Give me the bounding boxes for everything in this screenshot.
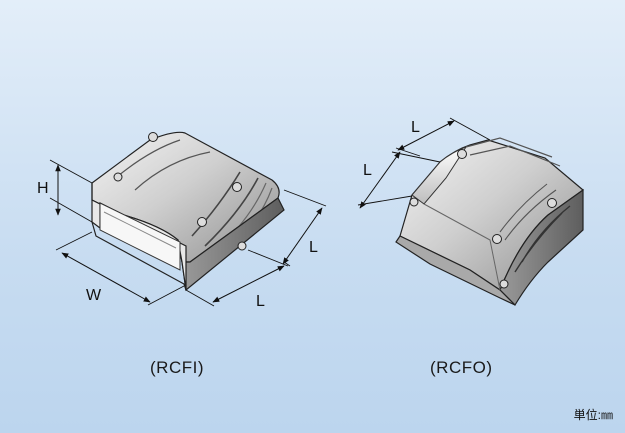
rcfi-bend-rib-1 [191, 171, 259, 247]
rcfi-label-w: W [86, 287, 102, 304]
rcfo-label-l-top: L [411, 119, 420, 136]
rcfi-fitting [91, 131, 285, 292]
rcfi-label-l-bottom: L [256, 293, 265, 310]
screw-icon [492, 234, 502, 244]
rcfo-left-band [411, 146, 468, 205]
rcfo-dimension-l-left [357, 147, 421, 209]
rcfo-side-rib-2 [499, 183, 557, 241]
rcfi-top-rib-1 [117, 139, 211, 191]
rcfo-front-face [395, 235, 516, 306]
rcfi-label-l-side: L [309, 239, 318, 256]
rcfi-dimension-l-side [282, 189, 327, 267]
rcfo-label-l-left: L [363, 162, 372, 179]
screw-icon [457, 149, 467, 159]
rcfo-side-rib [514, 205, 571, 273]
screw-icon [148, 132, 158, 142]
rcfi-label-h: H [37, 180, 49, 197]
screw-icon [113, 172, 123, 182]
rcfo-crease [423, 203, 501, 291]
rcfo-caption: (RCFO) [430, 358, 493, 377]
screw-icon [232, 182, 242, 192]
screw-icon [237, 241, 247, 251]
screw-icon [499, 279, 509, 289]
rcfi-inner-floor [103, 211, 177, 249]
screw-icon [547, 198, 557, 208]
rcfi-dimension-l-bottom [185, 249, 289, 307]
rcfi-dimension-h [49, 159, 93, 223]
rcfi-caption: (RCFI) [150, 358, 204, 377]
screw-icon [197, 217, 207, 227]
rcfi-dimension-w [55, 231, 185, 306]
rcfo-back-rib [465, 137, 561, 167]
rcfo-fitting [395, 137, 584, 306]
screw-icon [409, 197, 419, 207]
rcfi-top-cover [91, 131, 280, 263]
unit-label: 単位:㎜ [573, 408, 613, 422]
